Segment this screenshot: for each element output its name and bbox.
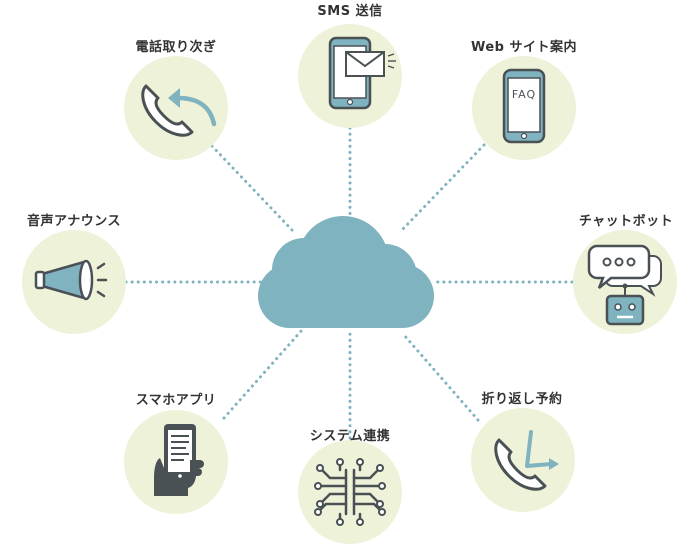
node-label-system: システム連携 — [309, 429, 391, 444]
connector-callback — [402, 333, 480, 422]
circuit-icon — [314, 458, 386, 526]
chatbot-icon — [587, 244, 662, 326]
megaphone-icon — [34, 259, 108, 301]
node-callback — [471, 408, 575, 512]
node-app — [124, 410, 228, 514]
node-label-callback: 折り返し予約 — [481, 392, 563, 407]
callback-phone-icon — [494, 430, 559, 491]
faq-text: FAQ — [512, 88, 536, 101]
smartphone-hand-icon — [154, 424, 204, 496]
node-label-web: Web サイト案内 — [470, 40, 578, 55]
connector-app — [222, 328, 304, 420]
node-voice — [22, 230, 126, 334]
node-system — [298, 440, 402, 544]
connector-transfer — [210, 144, 294, 232]
node-web: FAQ — [472, 56, 576, 160]
node-label-transfer: 電話取り次ぎ — [135, 40, 217, 55]
cloud-icon — [258, 216, 434, 328]
node-label-app: スマホアプリ — [135, 393, 217, 408]
connector-web — [398, 143, 486, 234]
node-transfer — [124, 56, 228, 160]
node-label-sms: SMS 送信 — [317, 4, 383, 19]
node-sms — [298, 24, 402, 128]
mobile-sms-icon — [328, 36, 396, 110]
node-chatbot — [573, 230, 677, 334]
phone-transfer-icon — [141, 84, 217, 137]
node-label-voice: 音声アナウンス — [27, 214, 121, 229]
mobile-faq-icon: FAQ — [502, 68, 546, 144]
node-label-chatbot: チャットボット — [578, 214, 674, 229]
